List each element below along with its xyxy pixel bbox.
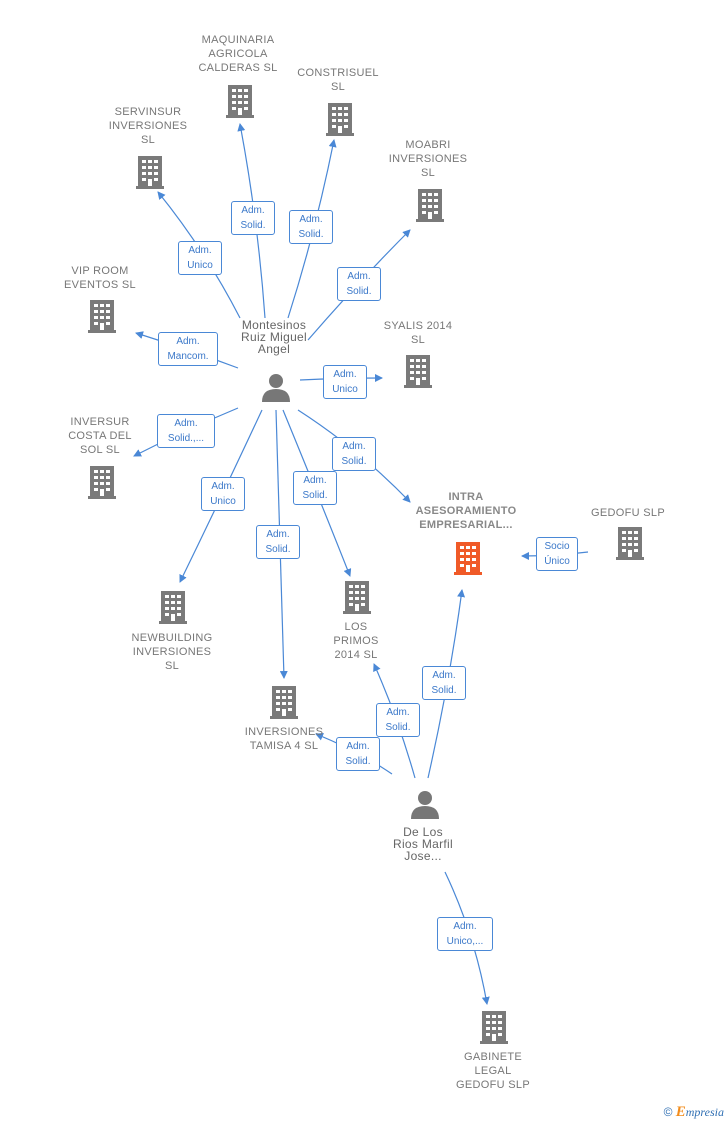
- company-label: MOABRI INVERSIONES SL: [388, 139, 468, 179]
- company-gedofu[interactable]: GEDOFU SLP: [580, 506, 676, 520]
- company-label: NEWBUILDING INVERSIONES SL: [131, 632, 213, 672]
- relation-label[interactable]: Adm. Solid.: [376, 703, 420, 737]
- company-label: INTRA ASESORAMIENTO EMPRESARIAL...: [415, 491, 517, 531]
- relation-label[interactable]: Adm. Solid.: [256, 525, 300, 559]
- building-icon[interactable]: [157, 589, 189, 625]
- copyright-symbol: ©: [663, 1105, 673, 1119]
- building-icon[interactable]: [402, 353, 434, 389]
- company-label: INVERSIONES TAMISA 4 SL: [244, 726, 324, 752]
- relation-label[interactable]: Adm. Unico: [323, 365, 367, 399]
- company-label: CONSTRISUEL SL: [297, 67, 379, 93]
- building-icon[interactable]: [341, 579, 373, 615]
- relation-label[interactable]: Adm. Solid.: [332, 437, 376, 471]
- relation-label[interactable]: Adm. Solid.: [337, 267, 381, 301]
- relation-label[interactable]: Adm. Unico: [201, 477, 245, 511]
- relation-label[interactable]: Adm. Unico: [178, 241, 222, 275]
- company-syalis[interactable]: SYALIS 2014 SL: [368, 319, 468, 347]
- person-montesinos[interactable]: Montesinos Ruiz Miguel Angel: [224, 319, 324, 355]
- company-label: SERVINSUR INVERSIONES SL: [108, 106, 188, 146]
- person-delosrios[interactable]: De Los Rios Marfil Jose...: [373, 826, 473, 862]
- relation-label[interactable]: Adm. Solid.: [231, 201, 275, 235]
- company-moabri[interactable]: MOABRI INVERSIONES SL: [378, 138, 478, 180]
- company-newbuilding[interactable]: NEWBUILDING INVERSIONES SL: [122, 631, 222, 673]
- company-label: VIP ROOM EVENTOS SL: [64, 265, 136, 291]
- relation-label[interactable]: Adm. Solid.: [336, 737, 380, 771]
- company-label: INVERSUR COSTA DEL SOL SL: [68, 416, 132, 456]
- relation-label[interactable]: Adm. Solid.,...: [157, 414, 215, 448]
- footer-brand: © Empresia: [664, 1104, 724, 1121]
- building-icon[interactable]: [224, 83, 256, 119]
- person-icon[interactable]: [261, 372, 291, 402]
- relation-label[interactable]: Socio Único: [536, 537, 578, 571]
- relation-label[interactable]: Adm. Solid.: [293, 471, 337, 505]
- company-constrisuel[interactable]: CONSTRISUEL SL: [288, 66, 388, 94]
- person-label: Montesinos Ruiz Miguel Angel: [241, 318, 307, 356]
- company-intra[interactable]: INTRA ASESORAMIENTO EMPRESARIAL...: [400, 490, 532, 532]
- relation-label[interactable]: Adm. Solid.: [422, 666, 466, 700]
- building-icon[interactable]: [614, 525, 646, 561]
- company-losprimos[interactable]: LOS PRIMOS 2014 SL: [316, 620, 396, 662]
- company-inversur[interactable]: INVERSUR COSTA DEL SOL SL: [50, 415, 150, 457]
- company-label: MAQUINARIA AGRICOLA CALDERAS SL: [198, 34, 278, 74]
- building-icon[interactable]: [134, 154, 166, 190]
- building-icon-highlight[interactable]: [452, 540, 484, 576]
- person-label: De Los Rios Marfil Jose...: [393, 825, 453, 863]
- building-icon[interactable]: [86, 464, 118, 500]
- relation-label[interactable]: Adm. Unico,...: [437, 917, 493, 951]
- company-label: LOS PRIMOS 2014 SL: [333, 621, 379, 661]
- brand-logo-text: mpresia: [685, 1105, 724, 1119]
- company-viproom[interactable]: VIP ROOM EVENTOS SL: [50, 264, 150, 292]
- company-label: SYALIS 2014 SL: [383, 320, 453, 346]
- building-icon[interactable]: [86, 298, 118, 334]
- company-gabinete[interactable]: GABINETE LEGAL GEDOFU SLP: [443, 1050, 543, 1092]
- building-icon[interactable]: [478, 1009, 510, 1045]
- building-icon[interactable]: [324, 101, 356, 137]
- person-icon[interactable]: [410, 789, 440, 819]
- building-icon[interactable]: [414, 187, 446, 223]
- company-servinsur[interactable]: SERVINSUR INVERSIONES SL: [98, 105, 198, 147]
- brand-logo-initial: E: [675, 1104, 686, 1120]
- relation-label[interactable]: Adm. Mancom.: [158, 332, 218, 366]
- company-tamisa[interactable]: INVERSIONES TAMISA 4 SL: [234, 725, 334, 753]
- company-label: GEDOFU SLP: [591, 507, 665, 519]
- relation-label[interactable]: Adm. Solid.: [289, 210, 333, 244]
- company-maquinaria[interactable]: MAQUINARIA AGRICOLA CALDERAS SL: [190, 33, 286, 75]
- building-icon[interactable]: [268, 684, 300, 720]
- company-label: GABINETE LEGAL GEDOFU SLP: [456, 1051, 530, 1091]
